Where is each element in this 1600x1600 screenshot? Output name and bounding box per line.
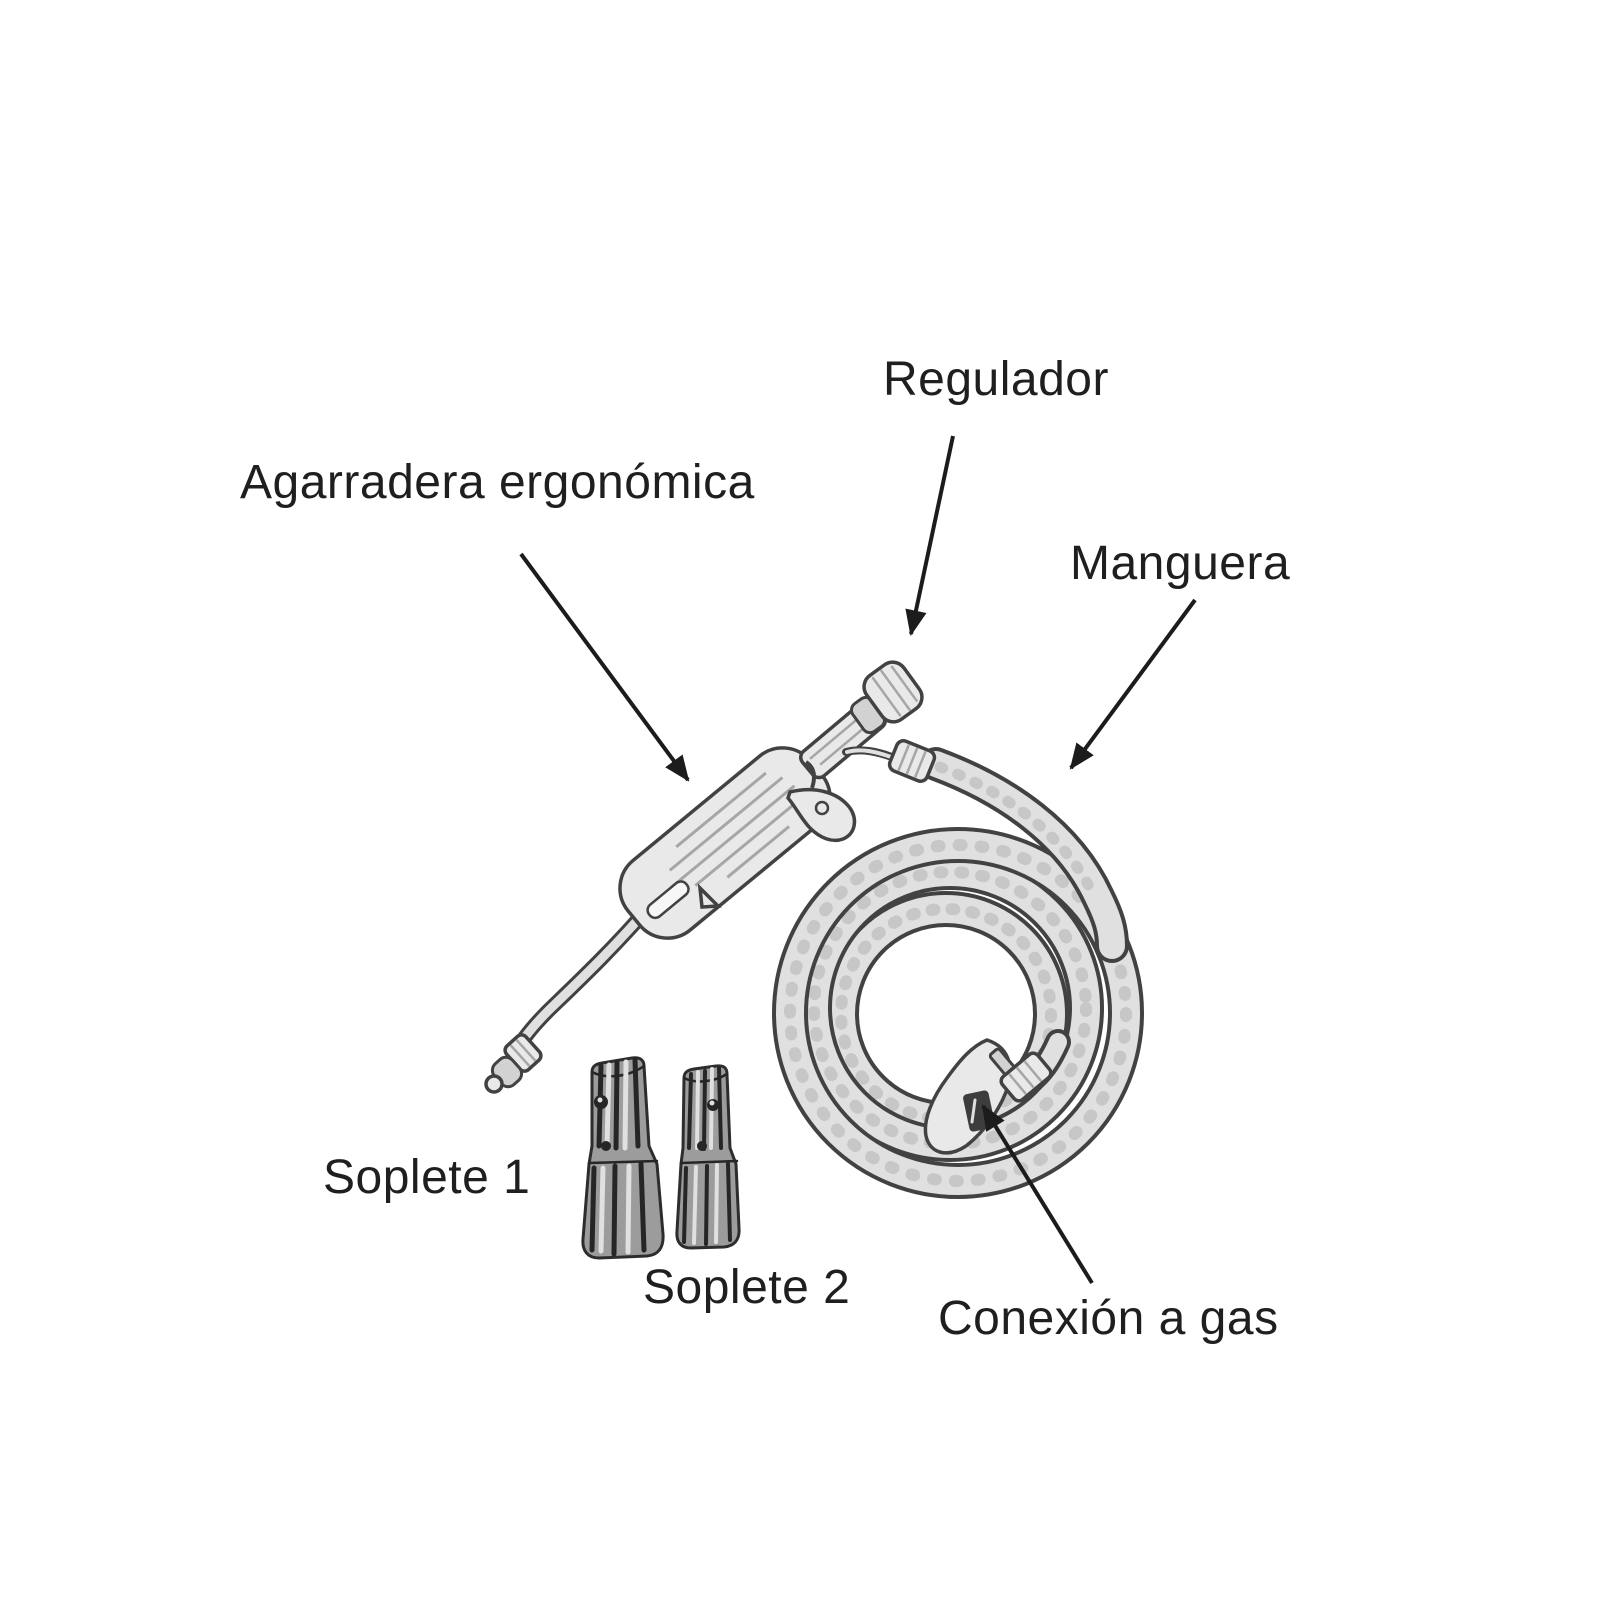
trigger-hook <box>786 788 857 843</box>
stem-junction-line <box>804 760 816 789</box>
label-torch-tip-1: Soplete 1 <box>323 1151 531 1204</box>
hose-branch-tube <box>842 746 896 761</box>
arrow-hose <box>1069 598 1197 770</box>
callout-arrows <box>519 435 1197 1285</box>
arrow-handle <box>519 552 690 782</box>
gas-connection-fitting <box>923 1038 1053 1155</box>
label-gas-connection: Conexión a gas <box>938 1292 1279 1345</box>
torch-handle <box>618 746 832 940</box>
label-handle: Agarradera ergonómica <box>240 456 755 509</box>
torch-body <box>484 660 937 1094</box>
torch-tip-2 <box>675 1064 741 1250</box>
arrow-gas-connection <box>981 1104 1094 1285</box>
handle-fin <box>697 883 722 909</box>
hose-ferrule <box>887 739 937 783</box>
label-torch-tip-2: Soplete 2 <box>643 1261 851 1314</box>
label-hose: Manguera <box>1070 537 1291 590</box>
hose-entry-segment <box>919 747 1129 963</box>
burner-neck-tube <box>509 898 658 1058</box>
regulator-knob <box>849 660 924 735</box>
torch-tip-1 <box>581 1056 665 1260</box>
arrow-regulator <box>905 435 955 637</box>
label-regulator: Regulador <box>883 353 1109 406</box>
gas-fitting-ferrule <box>999 1051 1053 1103</box>
neck-end-fitting <box>484 1033 543 1094</box>
